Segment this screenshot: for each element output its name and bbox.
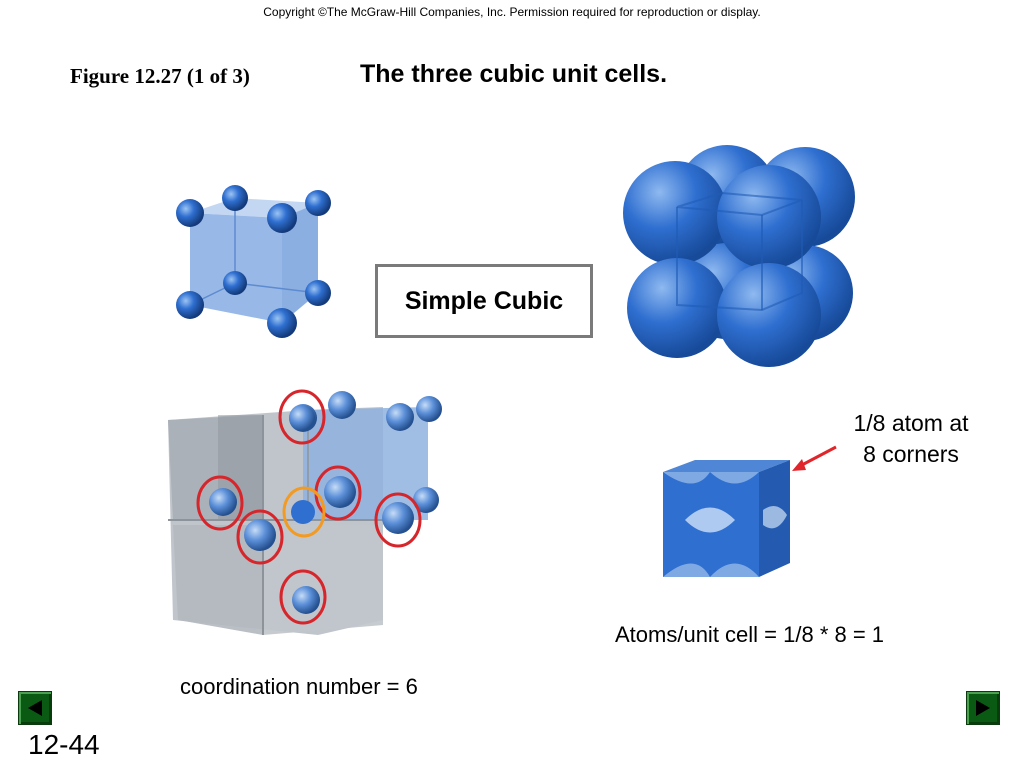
corner-arrow — [792, 445, 837, 471]
sphere — [717, 263, 821, 367]
atom — [324, 476, 356, 508]
atom — [305, 280, 331, 306]
neighbor-ring — [196, 475, 244, 531]
atom — [223, 271, 247, 295]
slide-number: 12-44 — [28, 729, 100, 760]
atom — [176, 199, 204, 227]
atom — [267, 308, 297, 338]
neighbor-ring — [374, 492, 422, 548]
atom — [176, 291, 204, 319]
prev-slide-button[interactable] — [18, 691, 52, 725]
atom — [209, 488, 237, 516]
coordination-number-label: coordination number = 6 — [180, 674, 418, 699]
atom — [328, 391, 356, 419]
corner-note-line1: 1/8 atom at — [853, 410, 969, 436]
atom — [416, 396, 442, 422]
atom — [292, 586, 320, 614]
sphere — [717, 165, 821, 269]
cube-top — [663, 460, 790, 472]
atom — [244, 519, 276, 551]
atom — [305, 190, 331, 216]
atom — [267, 203, 297, 233]
neighbor-ring — [236, 509, 284, 565]
neighbor-ring — [279, 569, 327, 625]
corner-note: 1/8 atom at 8 corners — [826, 408, 996, 470]
simple-cubic-ball-model — [176, 185, 331, 338]
sphere — [627, 258, 727, 358]
simple-cubic-space-filling-model — [623, 145, 855, 367]
center-ring — [282, 486, 326, 538]
atoms-per-cell-equation: Atoms/unit cell = 1/8 * 8 = 1 — [615, 622, 885, 647]
next-slide-button[interactable] — [966, 691, 1000, 725]
sphere — [623, 161, 727, 265]
figure-label: Figure 12.27 (1 of 3) — [70, 64, 250, 88]
slide-title: The three cubic unit cells. — [360, 60, 668, 88]
simple-cubic-label-box: Simple Cubic — [375, 264, 593, 338]
atom — [382, 502, 414, 534]
atom — [222, 185, 248, 211]
unit-cell-cube — [663, 460, 790, 577]
neighbor-ring — [278, 389, 326, 445]
prev-arrow-icon — [28, 700, 42, 716]
coordination-model — [168, 389, 442, 635]
copyright-notice: Copyright ©The McGraw-Hill Companies, In… — [263, 5, 761, 19]
center-atom — [291, 500, 315, 524]
atom — [386, 403, 414, 431]
corner-note-line2: 8 corners — [863, 441, 959, 467]
atom — [289, 405, 315, 431]
atom — [413, 487, 439, 513]
next-arrow-icon — [976, 700, 990, 716]
